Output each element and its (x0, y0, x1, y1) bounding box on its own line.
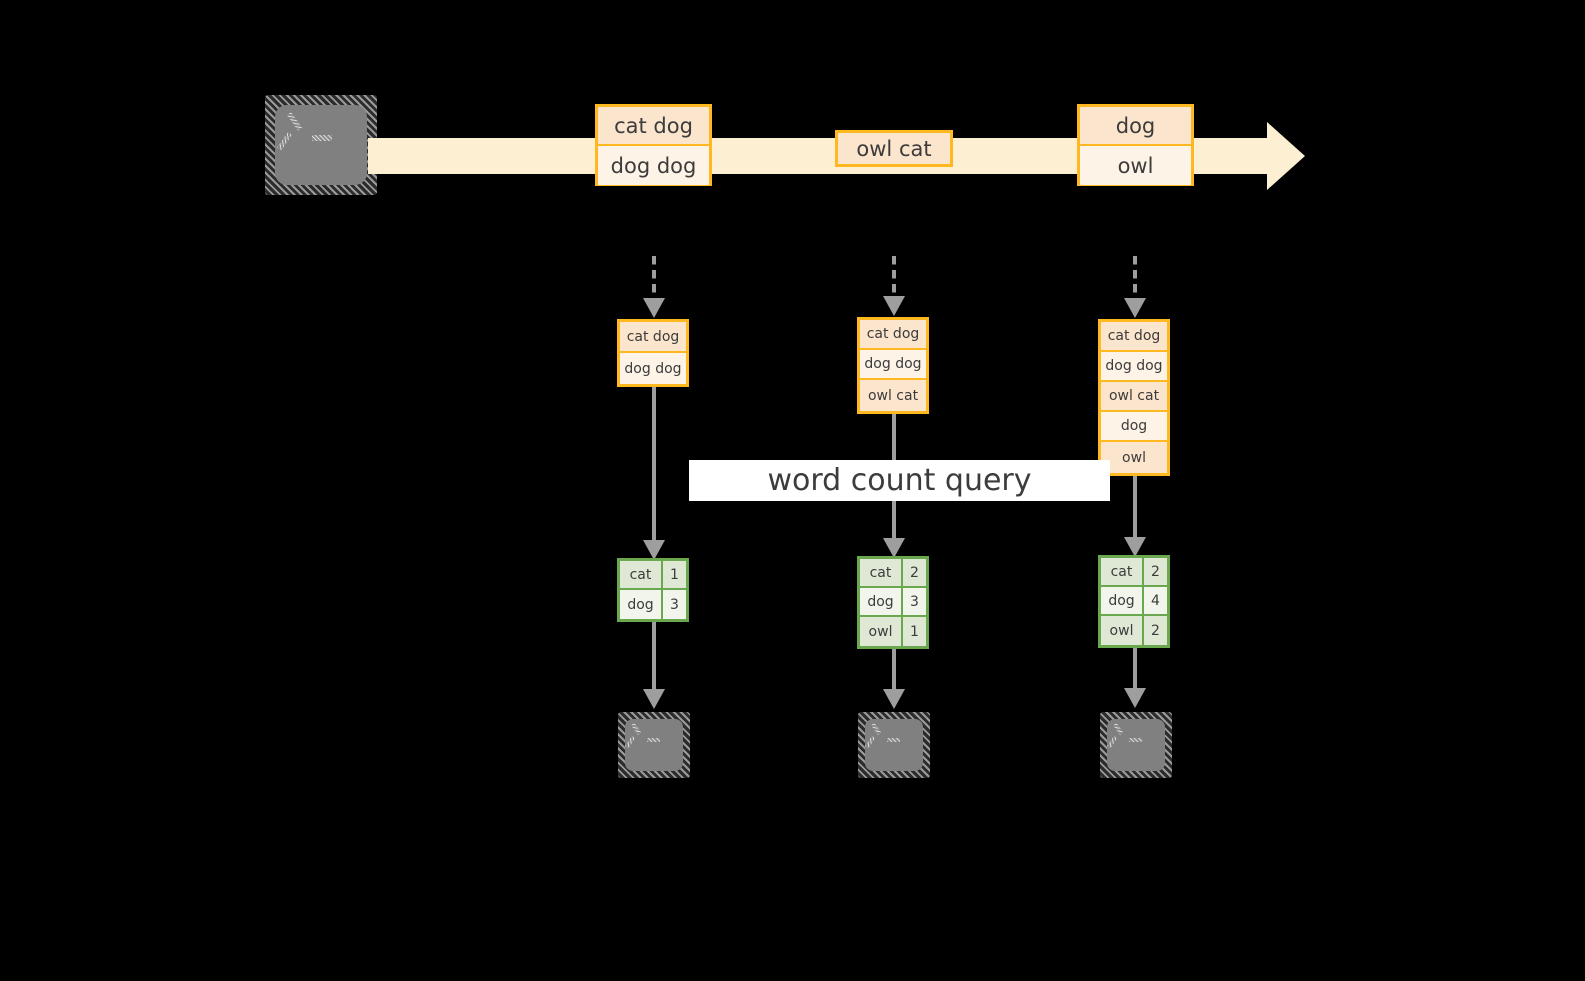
table-row: cat 2 (860, 559, 926, 588)
table-cell-word: owl (1101, 616, 1144, 645)
trigger-2-sink-terminal-icon (858, 712, 930, 778)
table-cell-word: cat (620, 561, 663, 588)
input-row: dog (1101, 412, 1167, 442)
input-row: owl cat (860, 380, 926, 411)
trigger-1-query-arrow (652, 387, 656, 547)
stream-batch-1: cat dog dog dog (595, 104, 712, 186)
table-cell-count: 2 (903, 559, 926, 586)
stream-record: owl (1080, 146, 1191, 185)
trigger-2-dashed-arrow (892, 256, 896, 300)
terminal-prompt-glyph (858, 712, 930, 778)
table-row: owl 1 (860, 617, 926, 646)
query-label: word count query (689, 460, 1110, 501)
table-cell-count: 4 (1144, 587, 1167, 614)
trigger-1-sink-arrow (652, 622, 656, 694)
stream-record: cat dog (598, 107, 709, 146)
trigger-1-input-table: cat dog dog dog (617, 319, 689, 387)
input-row: owl (1101, 442, 1167, 473)
stream-record: dog dog (598, 146, 709, 185)
table-cell-word: dog (620, 590, 663, 619)
stream-batch-3: dog owl (1077, 104, 1194, 186)
table-cell-count: 2 (1144, 558, 1167, 585)
table-cell-count: 1 (903, 617, 926, 646)
table-row: cat 1 (620, 561, 686, 590)
table-row: cat 2 (1101, 558, 1167, 587)
table-cell-word: owl (860, 617, 903, 646)
terminal-prompt-glyph (618, 712, 690, 778)
trigger-2-result-table: cat 2 dog 3 owl 1 (857, 556, 929, 649)
trigger-2-sink-arrow-head (883, 689, 905, 709)
table-cell-count: 3 (903, 588, 926, 615)
stream-batch-2: owl cat (835, 130, 953, 167)
trigger-1-dashed-arrow (652, 256, 656, 300)
table-row: owl 2 (1101, 616, 1167, 645)
input-row: dog dog (1101, 352, 1167, 382)
table-cell-count: 2 (1144, 616, 1167, 645)
stream-record: dog (1080, 107, 1191, 146)
trigger-3-sink-terminal-icon (1100, 712, 1172, 778)
table-cell-count: 1 (663, 561, 686, 588)
trigger-3-result-table: cat 2 dog 4 owl 2 (1098, 555, 1170, 648)
trigger-1-result-table: cat 1 dog 3 (617, 558, 689, 622)
table-row: dog 3 (860, 588, 926, 617)
trigger-3-dashed-arrow-head (1124, 298, 1146, 318)
terminal-prompt-glyph (265, 95, 377, 195)
table-cell-word: cat (1101, 558, 1144, 585)
trigger-3-query-arrow-head (1124, 537, 1146, 557)
trigger-3-sink-arrow-head (1124, 688, 1146, 708)
table-row: dog 3 (620, 590, 686, 619)
trigger-2-dashed-arrow-head (883, 296, 905, 316)
source-terminal-icon (265, 95, 377, 195)
trigger-3-sink-arrow (1133, 648, 1137, 694)
input-row: dog dog (860, 350, 926, 380)
table-row: dog 4 (1101, 587, 1167, 616)
input-row: owl cat (1101, 382, 1167, 412)
trigger-2-sink-arrow (892, 649, 896, 695)
trigger-3-dashed-arrow (1133, 256, 1137, 300)
input-row: cat dog (860, 320, 926, 350)
table-cell-word: cat (860, 559, 903, 586)
trigger-1-query-arrow-head (643, 540, 665, 560)
trigger-2-input-table: cat dog dog dog owl cat (857, 317, 929, 414)
trigger-1-sink-terminal-icon (618, 712, 690, 778)
input-row: cat dog (1101, 322, 1167, 352)
table-cell-word: dog (860, 588, 903, 615)
trigger-2-query-arrow-head (883, 538, 905, 558)
trigger-3-input-table: cat dog dog dog owl cat dog owl (1098, 319, 1170, 476)
table-cell-word: dog (1101, 587, 1144, 614)
stream-arrow-head (1267, 122, 1305, 190)
input-row: dog dog (620, 353, 686, 384)
terminal-prompt-glyph (1100, 712, 1172, 778)
trigger-1-sink-arrow-head (643, 689, 665, 709)
input-row: cat dog (620, 322, 686, 353)
table-cell-count: 3 (663, 590, 686, 619)
trigger-1-dashed-arrow-head (643, 298, 665, 318)
trigger-3-query-arrow (1133, 476, 1137, 544)
